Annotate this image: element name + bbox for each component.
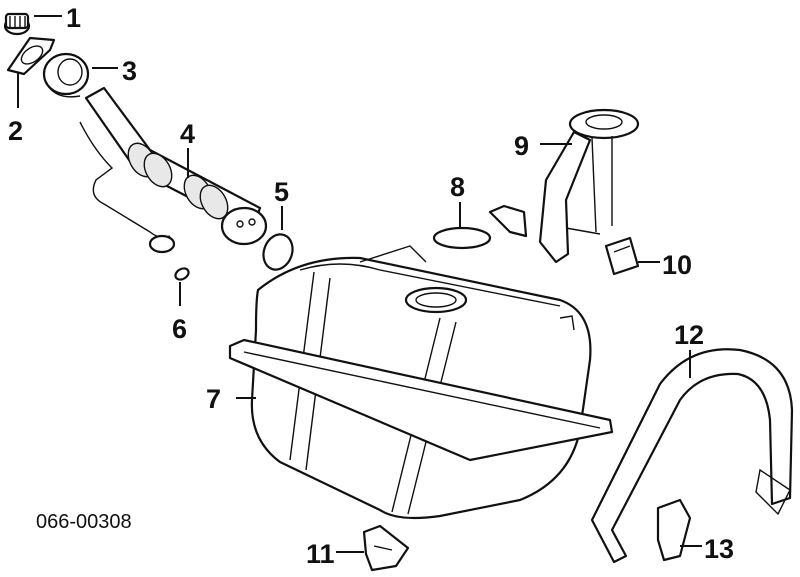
tank-strap-part xyxy=(590,348,794,564)
fuel-tank-part xyxy=(228,245,614,520)
callout-9: 9 xyxy=(514,131,529,161)
filler-bezel-part xyxy=(6,36,56,76)
diagram-part-number: 066-00308 xyxy=(36,511,132,533)
callout-1: 1 xyxy=(66,3,81,33)
callout-2: 2 xyxy=(8,116,23,146)
fuel-pump-module-part xyxy=(488,108,640,264)
callout-4: 4 xyxy=(180,119,195,149)
strap-bracket-part xyxy=(656,498,692,562)
clip-part xyxy=(362,524,410,572)
pump-gasket-part xyxy=(432,226,492,250)
callout-6: 6 xyxy=(172,314,187,344)
callout-12: 12 xyxy=(674,320,704,350)
callout-8: 8 xyxy=(450,172,465,202)
gasket-ring-part xyxy=(262,233,294,271)
callout-5: 5 xyxy=(274,177,289,207)
callout-13: 13 xyxy=(704,534,734,564)
filler-pipe-part xyxy=(79,86,268,254)
grommet-part xyxy=(174,267,190,281)
filler-housing-part xyxy=(42,52,90,98)
callout-7: 7 xyxy=(206,384,221,414)
callout-11: 11 xyxy=(306,539,335,569)
callout-10: 10 xyxy=(662,250,692,280)
callout-3: 3 xyxy=(122,56,137,86)
fuel-cap-part xyxy=(3,12,31,36)
fuel-strainer-part xyxy=(604,236,640,276)
